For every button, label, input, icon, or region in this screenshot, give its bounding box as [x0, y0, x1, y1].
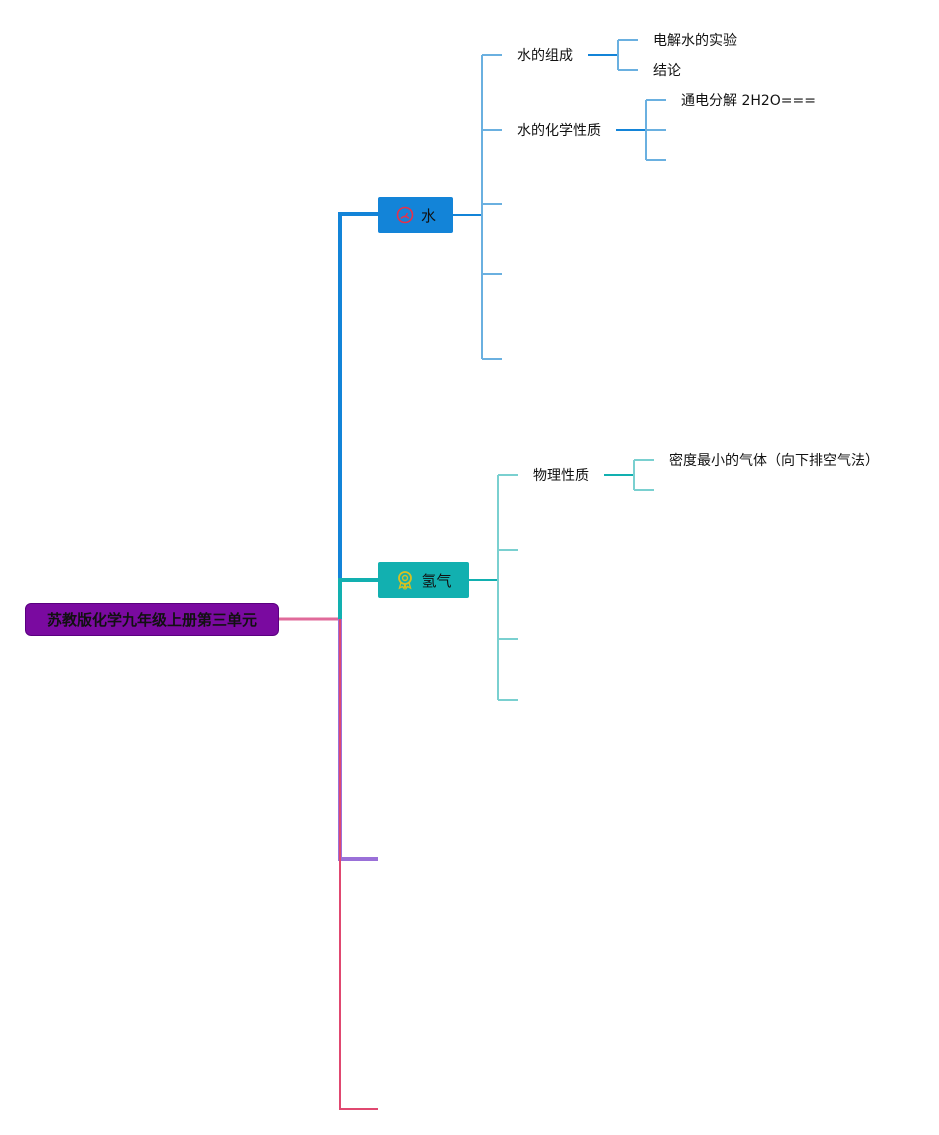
gauge-icon [395, 205, 415, 225]
water-trunk-line [338, 212, 378, 619]
topic-hydrogen-label: 氢气 [421, 571, 452, 590]
node-lowest-density-gas[interactable]: 密度最小的气体（向下排空气法） [669, 453, 879, 469]
hydrogen-trunk-line [338, 578, 378, 619]
topic-hydrogen[interactable]: 氢气 [378, 562, 469, 598]
root-topic[interactable]: 苏教版化学九年级上册第三单元 [25, 603, 279, 636]
subtopic-water-composition[interactable]: 水的组成 [517, 48, 573, 64]
root-title: 苏教版化学九年级上册第三单元 [46, 611, 257, 629]
subtopic-water-chemical-properties[interactable]: 水的化学性质 [517, 123, 601, 139]
node-electrolysis-experiment[interactable]: 电解水的实验 [653, 33, 737, 49]
node-conclusion[interactable]: 结论 [653, 63, 681, 79]
third-branch-line [338, 619, 378, 861]
award-badge-icon [395, 570, 415, 590]
topic-water[interactable]: 水 [378, 197, 453, 233]
subtopic-hydrogen-physical-properties[interactable]: 物理性质 [533, 468, 589, 484]
topic-water-label: 水 [420, 206, 436, 225]
fourth-branch-line [339, 619, 378, 1110]
node-electrolysis-equation[interactable]: 通电分解 2H2O=== [681, 93, 817, 109]
